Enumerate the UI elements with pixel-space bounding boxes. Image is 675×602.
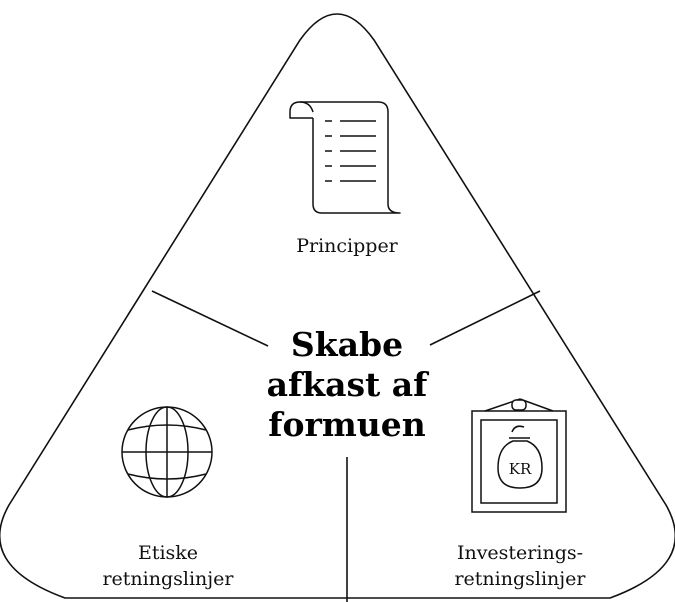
ethical-guidelines-label: Etiske retningslinjer bbox=[78, 540, 258, 592]
ethical-guidelines-line-1: Etiske bbox=[137, 542, 199, 564]
triangle-outline bbox=[0, 13, 675, 599]
principles-label: Principper bbox=[296, 235, 398, 257]
center-title-line-2: afkast af bbox=[266, 365, 428, 404]
kr-text: KR bbox=[509, 460, 532, 478]
center-title: Skabe afkast af formuen bbox=[237, 325, 457, 445]
divider-right bbox=[429, 290, 541, 346]
framed-money-bag-icon bbox=[471, 398, 567, 513]
investment-guidelines-label: Investerings- retningslinjer bbox=[425, 540, 615, 592]
divider-left bbox=[151, 290, 269, 347]
investment-guidelines-line-2: retningslinjer bbox=[454, 568, 586, 590]
scroll-icon bbox=[289, 101, 401, 214]
center-title-line-3: formuen bbox=[268, 405, 426, 444]
investment-guidelines-line-1: Investerings- bbox=[456, 542, 584, 564]
center-title-line-1: Skabe bbox=[290, 325, 404, 364]
ethical-guidelines-line-2: retningslinjer bbox=[102, 568, 234, 590]
globe-icon bbox=[121, 406, 213, 498]
